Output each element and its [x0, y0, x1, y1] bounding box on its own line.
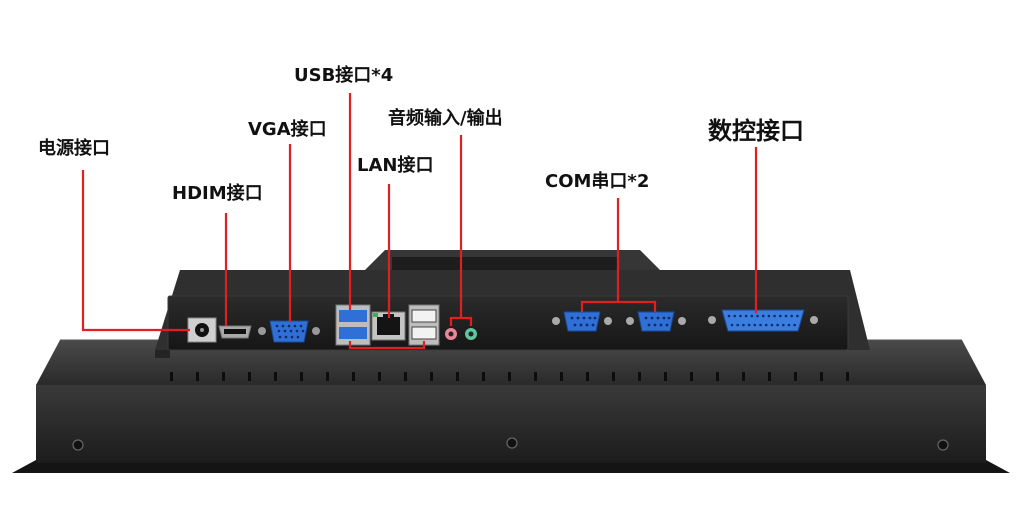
- callout-usb-bracket: [348, 341, 426, 350]
- vent-slot: [300, 372, 303, 381]
- com-port-1: [552, 311, 612, 332]
- vent-slot: [456, 372, 459, 381]
- audio-ports: [445, 328, 477, 340]
- vent-slot: [508, 372, 511, 381]
- callout-com-bracket: [580, 300, 657, 312]
- vent-slot: [664, 372, 667, 381]
- cnc-port: [708, 309, 818, 332]
- vent-slot: [716, 372, 719, 381]
- vent-slot: [742, 372, 745, 381]
- vent-slot: [430, 372, 433, 381]
- vent-slot: [170, 372, 173, 381]
- vent-slot: [274, 372, 277, 381]
- label-vga-port: VGA接口: [248, 119, 327, 140]
- label-lan-port: LAN接口: [357, 155, 434, 176]
- vent-slot: [612, 372, 615, 381]
- label-com-ports: COM串口*2: [545, 171, 650, 192]
- vent-slot: [482, 372, 485, 381]
- label-audio-ports: 音频输入/输出: [388, 108, 503, 129]
- callout-audio-bracket: [449, 316, 473, 326]
- vent-slot: [690, 372, 693, 381]
- label-cnc-port: 数控接口: [708, 117, 804, 145]
- vent-slot: [326, 372, 329, 381]
- vent-slot: [638, 372, 641, 381]
- callout-power: [81, 170, 190, 332]
- vent-slot: [196, 372, 199, 381]
- display-bezel: [12, 339, 1010, 473]
- vga-port: [258, 320, 320, 343]
- vent-slot: [846, 372, 849, 381]
- vent-slot: [560, 372, 563, 381]
- vent-slot: [586, 372, 589, 381]
- screw-icon: [72, 439, 84, 451]
- vent-slot: [404, 372, 407, 381]
- vent-slot: [820, 372, 823, 381]
- label-power-port: 电源接口: [38, 138, 110, 159]
- vent-slot: [222, 372, 225, 381]
- vent-slots: [170, 372, 849, 381]
- vent-slot: [794, 372, 797, 381]
- vent-slot: [378, 372, 381, 381]
- com-port-2: [626, 311, 686, 332]
- label-hdmi-port: HDIM接口: [172, 183, 263, 204]
- vent-slot: [352, 372, 355, 381]
- callout-lines: [81, 93, 758, 350]
- vent-slot: [534, 372, 537, 381]
- usb3-port-pair: [335, 304, 371, 346]
- screw-icon: [506, 437, 518, 449]
- hdmi-port: [218, 325, 252, 339]
- vent-slot: [248, 372, 251, 381]
- power-port: [187, 317, 217, 343]
- vent-slot: [768, 372, 771, 381]
- io-panel: [167, 295, 849, 351]
- screw-icon: [937, 439, 949, 451]
- usb2-port-pair: [408, 304, 440, 346]
- label-usb-ports: USB接口*4: [294, 65, 394, 86]
